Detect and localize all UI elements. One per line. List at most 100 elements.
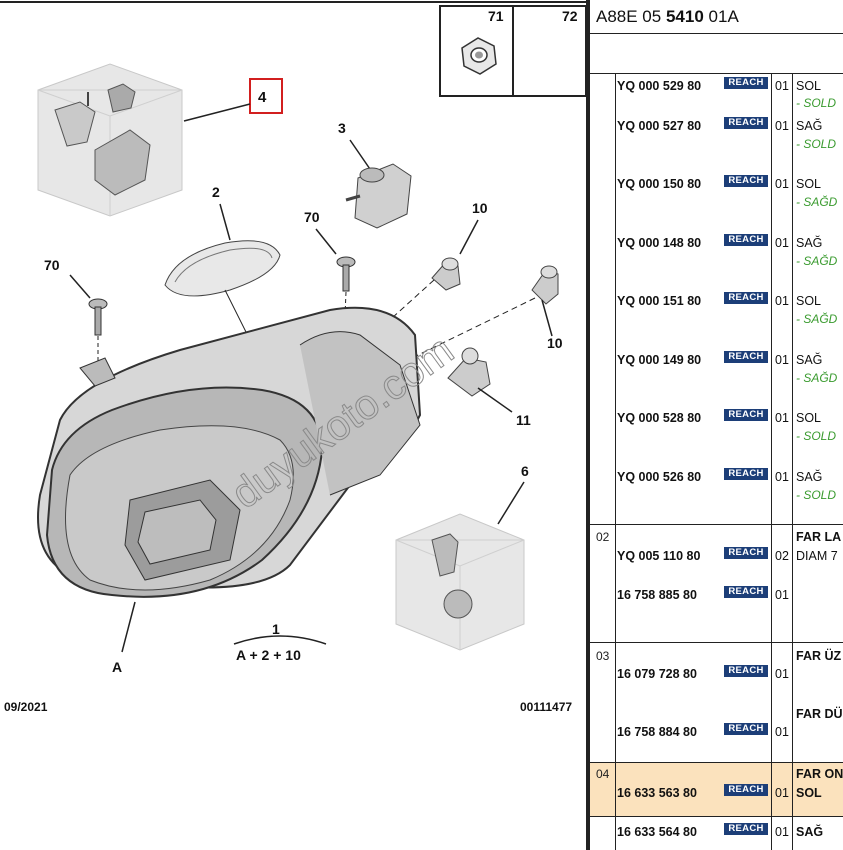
reach-badge: REACH <box>724 784 768 796</box>
part-number: YQ 000 527 80 <box>617 119 702 133</box>
group-04-highlight <box>588 762 843 816</box>
note: - SAĞD <box>796 254 838 268</box>
group-number: 02 <box>596 530 610 544</box>
quantity: 02 <box>775 549 789 563</box>
note: - SAĞD <box>796 371 838 385</box>
reach-badge: REACH <box>724 586 768 598</box>
callout-11: 11 <box>516 412 531 428</box>
group-number: 03 <box>596 649 610 663</box>
screw-icon <box>336 256 356 292</box>
reach-badge: REACH <box>724 292 768 304</box>
reach-badge: REACH <box>724 234 768 246</box>
quantity: 01 <box>775 79 789 93</box>
note: - SOLD <box>796 137 837 151</box>
diagram-canvas: 71 72 4 3 2 70 <box>0 0 588 850</box>
reference-code: 00111477 <box>520 700 572 714</box>
description: FAR DÜ <box>796 707 843 721</box>
reach-badge: REACH <box>724 351 768 363</box>
description: SOL <box>796 786 822 800</box>
quantity: 01 <box>775 294 789 308</box>
callout-10b: 10 <box>547 335 563 351</box>
headlamp-assembly[interactable] <box>37 306 422 598</box>
callout-2: 2 <box>212 184 220 200</box>
bezel-ring-icon <box>164 240 281 297</box>
callout-70b: 70 <box>44 257 60 273</box>
description: DIAM 7 <box>796 549 838 563</box>
callout-4-highlight[interactable] <box>249 78 283 114</box>
note: - SAĞD <box>796 195 838 209</box>
description: SOL <box>796 79 822 93</box>
description: SAĞ <box>796 236 823 250</box>
reach-badge: REACH <box>724 823 768 835</box>
catalog-code-header: A88E 05 5410 01A <box>588 0 843 34</box>
note: - SOLD <box>796 429 837 443</box>
quantity: 01 <box>775 667 789 681</box>
part-number: YQ 000 148 80 <box>617 236 702 250</box>
description: SOL <box>796 294 822 308</box>
group-title: FAR ÜZ <box>796 649 842 663</box>
reach-badge: REACH <box>724 723 768 735</box>
reach-badge: REACH <box>724 117 768 129</box>
reach-badge: REACH <box>724 665 768 677</box>
callout-box-71-72[interactable]: 71 72 <box>439 5 587 97</box>
quantity: 01 <box>775 353 789 367</box>
description: SOL <box>796 411 822 425</box>
part-number: YQ 005 110 80 <box>617 549 701 563</box>
description: SAĞ <box>796 353 823 367</box>
part-number: YQ 000 528 80 <box>617 411 702 425</box>
reach-badge: REACH <box>724 77 768 89</box>
callout-72: 72 <box>562 8 578 24</box>
part-number: YQ 000 526 80 <box>617 470 702 484</box>
reach-badge: REACH <box>724 175 768 187</box>
callout-4: 4 <box>258 89 267 106</box>
callout-70a: 70 <box>304 209 320 225</box>
part-number: 16 758 884 80 <box>617 725 697 739</box>
header-spacer <box>588 34 843 74</box>
screw-icon <box>88 298 108 336</box>
reach-badge: REACH <box>724 468 768 480</box>
callout-10a: 10 <box>472 200 488 216</box>
group-number: 04 <box>596 767 610 781</box>
quantity: 01 <box>775 588 789 602</box>
description: SAĞ <box>796 119 823 133</box>
date-code: 09/2021 <box>4 700 48 714</box>
part-number: 16 633 563 80 <box>617 786 697 800</box>
note: - SOLD <box>796 96 837 110</box>
quantity: 01 <box>775 236 789 250</box>
description: SOL <box>796 177 822 191</box>
quantity: 01 <box>775 470 789 484</box>
connector-kit-cube <box>395 513 525 651</box>
reach-badge: REACH <box>724 547 768 559</box>
reach-badge: REACH <box>724 409 768 421</box>
quantity: 01 <box>775 119 789 133</box>
quantity: 01 <box>775 825 789 839</box>
description: SAĞ <box>796 470 823 484</box>
quantity: 01 <box>775 411 789 425</box>
callout-3: 3 <box>338 120 346 136</box>
bulb-icon <box>431 257 461 291</box>
flange-nut-icon <box>461 37 497 75</box>
bulb-socket-icon <box>447 347 491 397</box>
bracket-kit-cube <box>37 63 183 217</box>
description: SAĞ <box>796 825 824 839</box>
callout-71: 71 <box>488 8 504 24</box>
part-number: YQ 000 150 80 <box>617 177 702 191</box>
note: - SAĞD <box>796 312 838 326</box>
part-number: 16 758 885 80 <box>617 588 697 602</box>
note: - SOLD <box>796 488 837 502</box>
callout-6: 6 <box>521 463 529 479</box>
quantity: 01 <box>775 786 789 800</box>
exploded-diagram: 71 72 4 3 2 70 <box>0 0 588 850</box>
part-number: 16 079 728 80 <box>617 667 697 681</box>
bulb-icon <box>531 265 559 305</box>
part-number: YQ 000 529 80 <box>617 79 702 93</box>
quantity: 01 <box>775 177 789 191</box>
leveling-motor-icon <box>345 163 412 229</box>
part-number: YQ 000 151 80 <box>617 294 702 308</box>
group-title: FAR LA <box>796 530 842 544</box>
assembly-formula: A + 2 + 10 <box>236 647 301 663</box>
callout-1: 1 <box>272 621 280 637</box>
part-number: 16 633 564 80 <box>617 825 697 839</box>
part-number: YQ 000 149 80 <box>617 353 702 367</box>
group-title: FAR ON <box>796 767 843 781</box>
